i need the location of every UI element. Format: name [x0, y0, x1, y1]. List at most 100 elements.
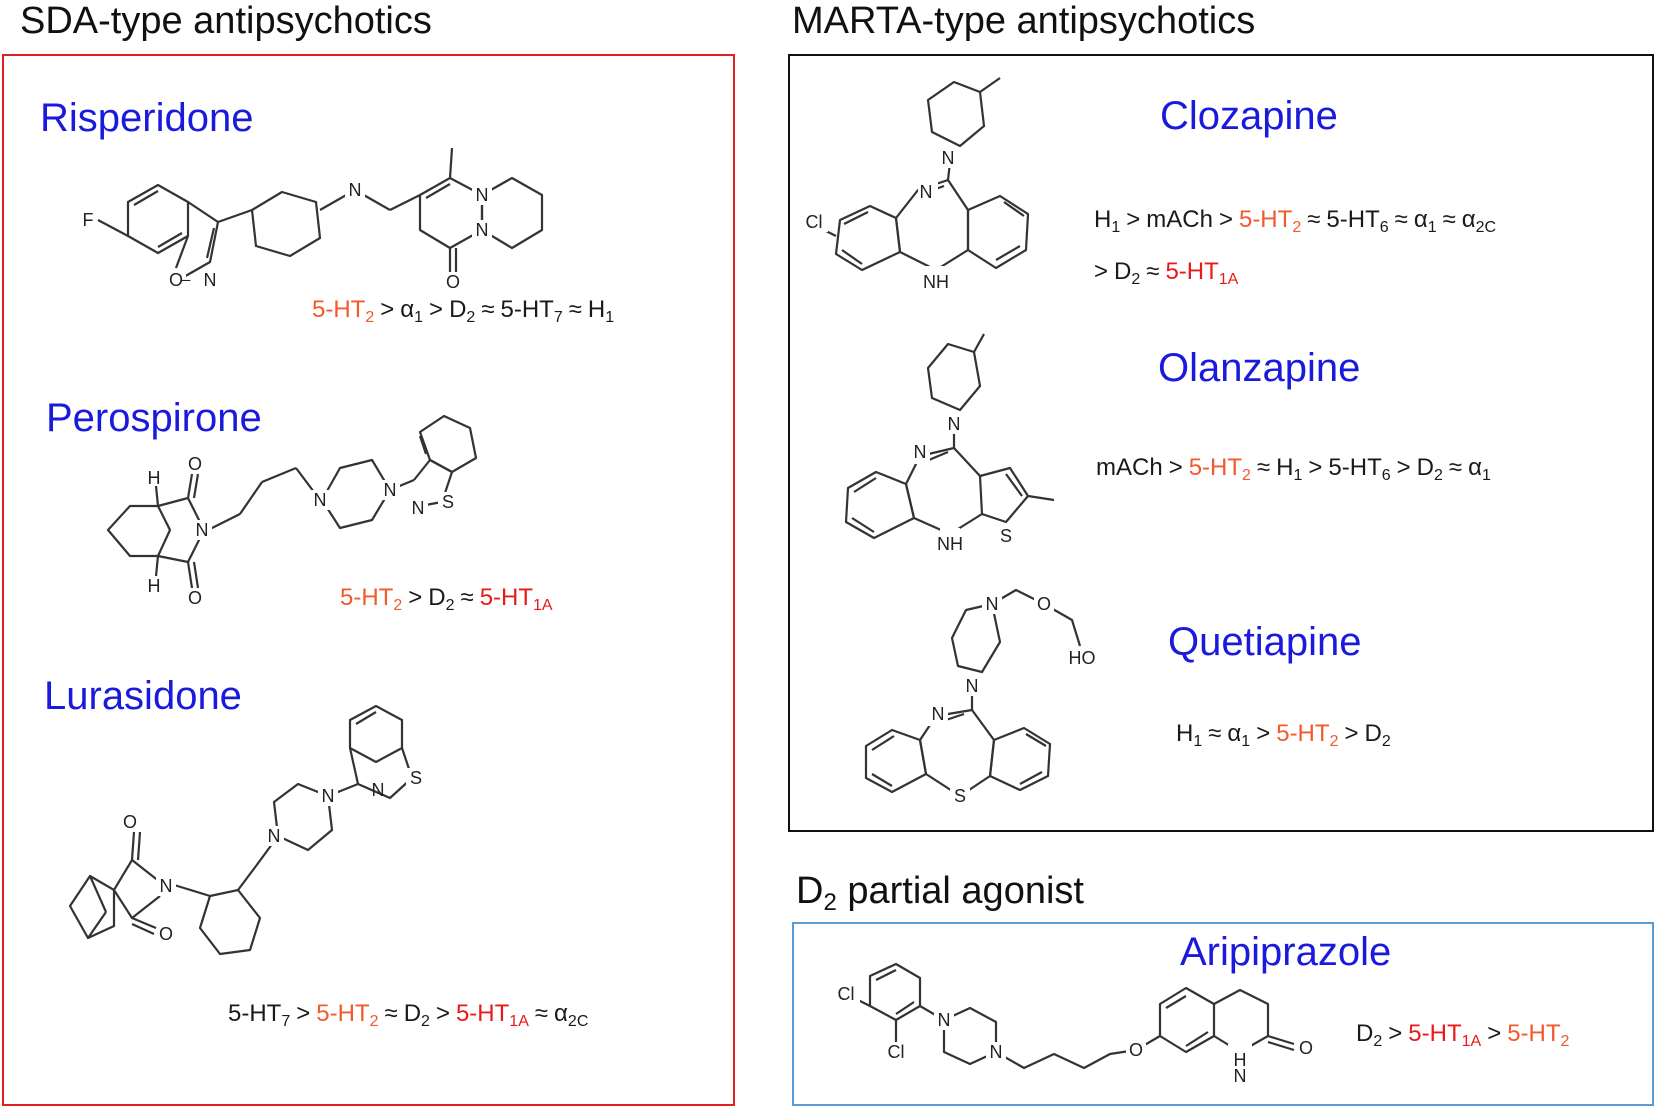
receptor-token: 5-HT1A: [1165, 258, 1239, 288]
receptor-token: D2: [403, 1000, 430, 1030]
sda-section-title: SDA-type antipsychotics: [20, 0, 432, 42]
svg-text:NH: NH: [937, 534, 963, 554]
marta-box: [788, 54, 1654, 832]
receptor-token: >: [296, 1000, 311, 1027]
structure-lurasidone: N S N N N O O: [68, 704, 426, 956]
svg-text:N: N: [476, 185, 489, 205]
svg-text:O: O: [1299, 1038, 1313, 1058]
receptor-token: α1: [1413, 206, 1437, 236]
svg-text:N: N: [204, 270, 217, 290]
svg-text:N: N: [938, 1010, 951, 1030]
svg-text:H: H: [148, 468, 161, 488]
profile-risperidone: 5-HT2>α1>D2≈5-HT7≈H1: [312, 296, 620, 327]
svg-text:N: N: [412, 498, 425, 518]
svg-text:O: O: [446, 272, 460, 292]
receptor-token: >: [1344, 720, 1359, 747]
svg-text:N: N: [268, 826, 281, 846]
receptor-token: 5-HT1A: [479, 584, 553, 614]
receptor-token: >: [429, 296, 444, 323]
svg-text:Cl: Cl: [888, 1042, 905, 1062]
receptor-token: mACh: [1146, 206, 1213, 233]
structure-quetiapine: N O HO N N S: [864, 588, 1098, 806]
svg-text:S: S: [954, 786, 966, 806]
receptor-token: ≈: [1208, 720, 1222, 747]
svg-text:N: N: [920, 182, 933, 202]
receptor-token: α2C: [1461, 206, 1497, 236]
drug-name-clozapine: Clozapine: [1160, 94, 1338, 138]
svg-text:N: N: [990, 1042, 1003, 1062]
receptor-token: ≈: [1394, 206, 1408, 233]
receptor-token: 5-HT2: [1238, 206, 1302, 236]
structure-clozapine: N N NH Cl: [800, 77, 1030, 292]
receptor-token: 5-HT7: [228, 1000, 291, 1030]
structure-perospirone: N O O H H N N N S: [106, 414, 478, 608]
receptor-token: 5-HT2: [312, 296, 375, 326]
svg-text:N: N: [966, 676, 979, 696]
svg-text:N: N: [932, 704, 945, 724]
svg-text:O: O: [188, 588, 202, 608]
svg-text:O: O: [123, 812, 137, 832]
receptor-token: ≈: [1448, 454, 1463, 481]
d2-section-title: D2 partial agonist: [796, 870, 1084, 916]
svg-text:N: N: [196, 520, 209, 540]
receptor-token: 5-HT2: [340, 584, 403, 614]
svg-text:Cl: Cl: [838, 984, 855, 1004]
svg-text:S: S: [410, 768, 422, 788]
receptor-token: ≈: [1146, 258, 1160, 285]
svg-text:N: N: [476, 220, 489, 240]
svg-text:N: N: [942, 148, 955, 168]
structure-risperidone: F O N – N N N O: [80, 147, 544, 292]
receptor-token: α1: [400, 296, 424, 326]
structure-olanzapine: N N NH S: [844, 333, 1055, 554]
receptor-token: H1: [1176, 720, 1203, 750]
receptor-token: >: [408, 584, 423, 611]
receptor-token: 5-HT2: [316, 1000, 379, 1030]
receptor-token: α1: [1227, 720, 1251, 750]
svg-text:N: N: [384, 480, 397, 500]
svg-text:HO: HO: [1069, 648, 1096, 668]
receptor-token: 5-HT1A: [455, 1000, 529, 1030]
receptor-token: >: [1256, 720, 1271, 747]
receptor-token: 5-HT1A: [1408, 1020, 1482, 1050]
structure-aripiprazole: Cl Cl N N O HN O: [834, 962, 1316, 1086]
receptor-token: D2: [1356, 1020, 1383, 1050]
drug-name-perospirone: Perospirone: [46, 396, 262, 440]
receptor-token: >: [1487, 1020, 1502, 1047]
svg-text:N: N: [948, 414, 961, 434]
profile-clozapine: H1>mACh>5-HT2≈5-HT6≈α1≈α2C: [1094, 206, 1502, 237]
receptor-token: ≈: [1256, 454, 1271, 481]
svg-text:N: N: [986, 594, 999, 614]
svg-text:N: N: [1234, 1066, 1247, 1086]
receptor-token: ≈: [1307, 206, 1321, 233]
receptor-token: >: [1126, 206, 1141, 233]
svg-text:O: O: [1129, 1040, 1143, 1060]
receptor-token: ≈: [568, 296, 582, 323]
receptor-token: ≈: [481, 296, 495, 323]
receptor-token: >: [1388, 1020, 1403, 1047]
receptor-token: 5-HT2: [1507, 1020, 1570, 1050]
receptor-token: 5-HT6: [1328, 454, 1391, 484]
svg-text:O: O: [169, 270, 183, 290]
receptor-token: 5-HT2: [1188, 454, 1251, 484]
svg-text:N: N: [914, 442, 927, 462]
svg-text:O: O: [1037, 594, 1051, 614]
receptor-token: mACh: [1096, 454, 1163, 481]
profile-olanzapine: mACh>5-HT2≈H1>5-HT6>D2≈α1: [1096, 454, 1497, 485]
drug-name-risperidone: Risperidone: [40, 96, 254, 140]
marta-section-title: MARTA-type antipsychotics: [792, 0, 1256, 42]
profile-lurasidone: 5-HT7>5-HT2≈D2>5-HT1A≈α2C: [228, 1000, 594, 1031]
svg-text:H: H: [1234, 1050, 1247, 1070]
receptor-token: 5-HT2: [1276, 720, 1339, 750]
svg-text:NH: NH: [923, 272, 949, 292]
receptor-token: α2C: [554, 1000, 589, 1030]
receptor-token: >: [1396, 454, 1411, 481]
svg-text:N: N: [322, 786, 335, 806]
receptor-token: D2: [449, 296, 476, 326]
svg-text:N: N: [349, 180, 362, 200]
svg-text:N: N: [314, 490, 327, 510]
sda-box: [2, 54, 735, 1106]
svg-text:–: –: [182, 272, 191, 289]
receptor-token: >: [1094, 258, 1109, 285]
receptor-token: ≈: [460, 584, 474, 611]
receptor-token: D2: [1114, 258, 1141, 288]
